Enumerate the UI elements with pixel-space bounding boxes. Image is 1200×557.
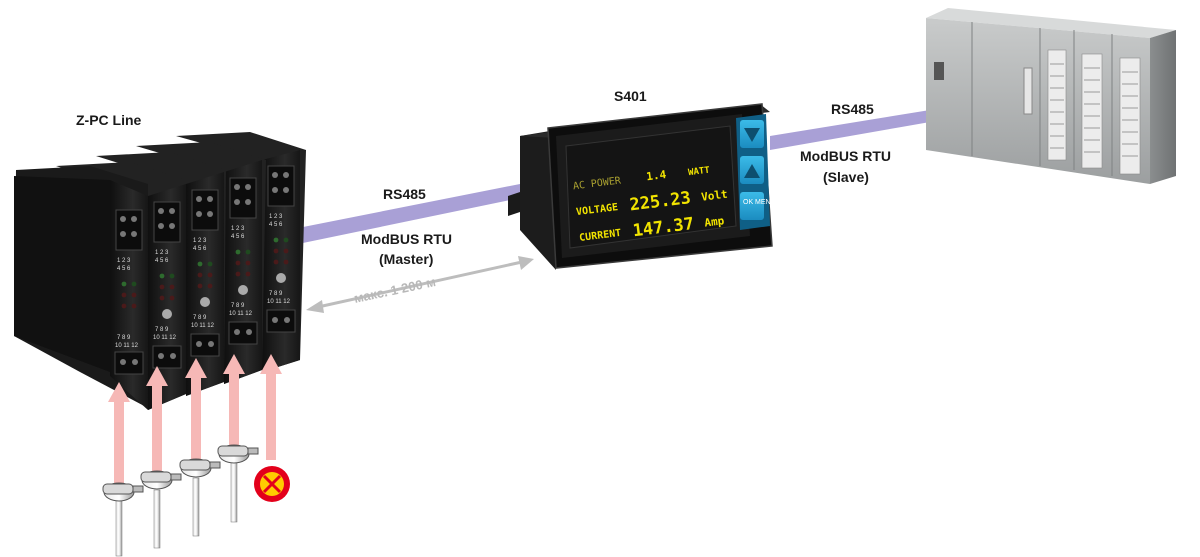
svg-text:1 2 3: 1 2 3 [155,250,169,256]
rs485-bus-left [298,184,520,244]
svg-text:4 5 6: 4 5 6 [117,266,131,272]
lcd-row3-label: CURRENT [579,228,622,244]
down-button[interactable] [740,120,764,148]
chevron-up-icon [744,164,760,178]
zpc-module-1: 1 2 3 4 5 6 7 8 9 10 11 12 [14,166,148,410]
temperature-probe-1 [102,482,144,557]
modbus-master-line1: ModBUS RTU [361,231,452,247]
modbus-master-line2: (Master) [379,251,433,267]
lcd-row2-unit: Volt [700,188,728,204]
svg-text:7 8 9: 7 8 9 [117,335,131,341]
lcd-screen [565,125,737,249]
signal-lamp-icon [254,466,290,502]
distance-arrow [306,256,534,313]
rs485-right-label: RS485 [831,101,874,117]
svg-text:7 8 9: 7 8 9 [193,315,207,321]
plc-controller [926,8,1176,184]
zpc-line-title: Z-PC Line [76,112,142,128]
svg-text:OK MENU: OK MENU [743,199,776,206]
chevron-down-icon [744,128,760,142]
zpc-module-2: 1 2 3 4 5 6 7 8 9 10 11 12 [56,162,186,410]
lcd-row1-unit: WATT [688,166,711,179]
svg-text:10 11 12: 10 11 12 [191,323,215,329]
svg-text:4 5 6: 4 5 6 [193,246,207,252]
svg-text:4 5 6: 4 5 6 [269,222,283,228]
svg-text:10 11 12: 10 11 12 [115,343,139,349]
lcd-row2-label: VOLTAGE [576,202,619,218]
temperature-probe-3 [179,458,221,537]
modbus-slave-line2: (Slave) [823,169,869,185]
svg-text:7 8 9: 7 8 9 [231,303,245,309]
input-arrow-1 [108,382,130,500]
svg-text:1 2 3: 1 2 3 [193,238,207,244]
s401-title: S401 [614,88,647,104]
temperature-probe-2 [140,470,182,549]
rs485-left-label: RS485 [383,186,426,202]
distance-label: макс. 1 200 м [353,274,438,306]
svg-text:1 2 3: 1 2 3 [231,226,245,232]
svg-text:7 8 9: 7 8 9 [269,291,283,297]
lcd-row3-unit: Amp [704,214,726,229]
ok-menu-button[interactable]: OK MENU [740,192,776,220]
svg-text:4 5 6: 4 5 6 [231,234,245,240]
svg-text:10 11 12: 10 11 12 [229,311,253,317]
input-arrow-4 [223,354,245,452]
zpc-module-3: 1 2 3 4 5 6 7 8 9 10 11 12 [96,152,226,396]
svg-text:10 11 12: 10 11 12 [267,299,291,305]
svg-text:10 11 12: 10 11 12 [153,335,177,341]
input-arrows [108,354,282,500]
zpc-module-5: 1 2 3 4 5 6 7 8 9 10 11 12 [176,132,306,372]
input-arrow-3 [185,358,207,468]
input-arrow-5 [260,354,282,460]
zpc-module-4: 1 2 3 4 5 6 7 8 9 10 11 12 [136,142,266,384]
lcd-row1-value: 1.4 [646,168,668,183]
svg-text:4 5 6: 4 5 6 [155,258,169,264]
rs485-bus-right [770,110,930,150]
svg-text:1 2 3: 1 2 3 [117,258,131,264]
svg-text:7 8 9: 7 8 9 [155,327,169,333]
temperature-probe-4 [217,444,259,523]
modbus-slave-line1: ModBUS RTU [800,148,891,164]
input-arrow-2 [146,366,168,480]
svg-text:1 2 3: 1 2 3 [269,214,283,220]
up-button[interactable] [740,156,764,184]
s401-panel-meter: AC POWER 1.4 WATT VOLTAGE 225.23 Volt CU… [508,103,776,270]
